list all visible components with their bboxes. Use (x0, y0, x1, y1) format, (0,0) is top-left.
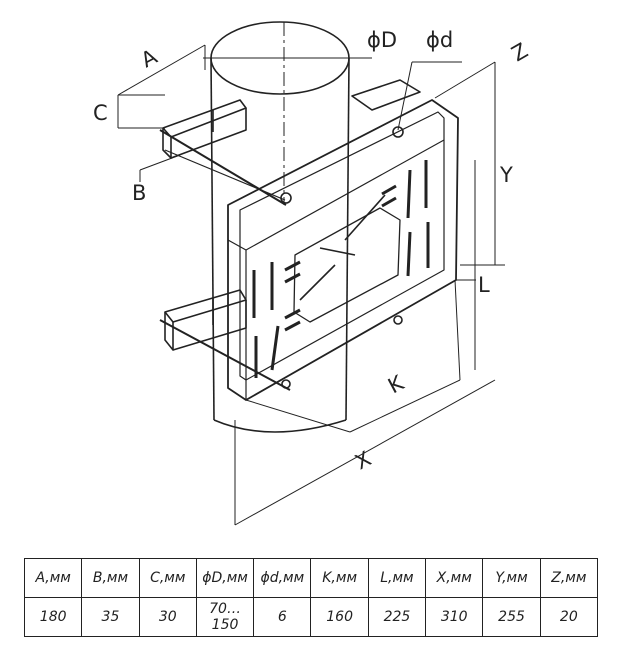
label-l: L (478, 273, 490, 297)
label-k: K (384, 370, 409, 398)
label-a: A (137, 44, 162, 72)
header-cell: K,мм (310, 558, 369, 598)
table-row: 180 35 30 70…150 6 160 225 310 255 20 (23, 597, 599, 637)
value-cell: 20 (539, 597, 599, 637)
header-cell: L,мм (367, 558, 427, 598)
label-b: B (132, 181, 146, 205)
value-cell: 6 (253, 597, 312, 637)
header-cell: X,мм (425, 558, 484, 598)
label-x: X (351, 446, 375, 474)
header-cell: Z,мм (539, 558, 599, 598)
value-cell: 30 (138, 597, 197, 637)
upper-clamp (159, 79, 421, 206)
label-z: Z (508, 38, 532, 66)
header-cell: B,мм (81, 558, 140, 598)
header-cell: C,мм (138, 558, 197, 598)
header-cell: ϕd,мм (253, 558, 312, 598)
value-cell: 35 (81, 597, 140, 637)
header-cell: Y,мм (482, 558, 541, 598)
label-phi-d-lower: ϕd (426, 28, 453, 52)
header-cell: A,мм (23, 558, 83, 598)
value-cell: 310 (425, 597, 484, 637)
dimension-lines (117, 44, 505, 526)
value-cell: 160 (310, 597, 369, 637)
dimensions-table: A,мм B,мм C,мм ϕD,мм ϕd,мм K,мм L,мм X,м… (23, 558, 599, 637)
label-c: C (93, 101, 108, 125)
value-cell: 70…150 (195, 597, 255, 637)
mounting-plate (227, 99, 459, 401)
mounting-bracket-drawing: A C B ϕD ϕd Z Y L K X (93, 21, 532, 526)
label-phi-d-upper: ϕD (367, 28, 397, 52)
value-cell: 180 (23, 597, 83, 637)
pipe (203, 21, 358, 433)
header-cell: ϕD,мм (195, 558, 255, 598)
label-y: Y (499, 163, 513, 187)
table-header-row: A,мм B,мм C,мм ϕD,мм ϕd,мм K,мм L,мм X,м… (23, 558, 599, 598)
value-cell: 255 (482, 597, 541, 637)
value-cell: 225 (367, 597, 427, 637)
